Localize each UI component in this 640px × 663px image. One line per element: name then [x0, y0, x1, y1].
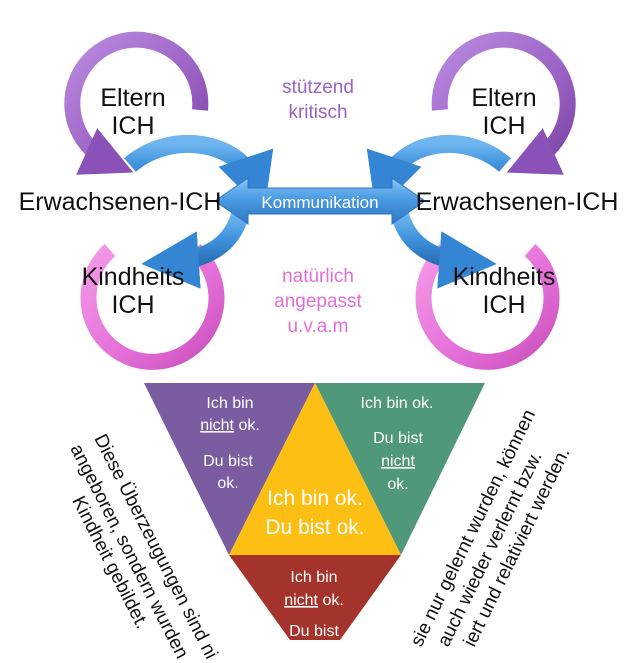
bottom-pos-emph: nicht: [284, 592, 318, 609]
child-trait-1: natürlich: [282, 266, 354, 287]
right-parent-loop: [431, 31, 576, 175]
left-pos-line2: nicht ok.: [200, 417, 260, 434]
bottom-pos-line3: Du bist: [289, 623, 339, 640]
triangle-left-segment: [144, 383, 315, 555]
left-pos-rest: ok.: [234, 417, 260, 434]
child-trait-3: u.v.a.m: [288, 316, 349, 337]
left-ego-states: [64, 31, 274, 370]
bottom-pos-rest: ok.: [318, 592, 344, 609]
left-child-loop: [80, 244, 225, 370]
child-trait-2: angepasst: [274, 291, 362, 312]
right-pos-line2: Du bist: [373, 430, 423, 447]
left-pos-line4: ok.: [217, 475, 238, 492]
bottom-pos-line1: Ich bin: [290, 569, 337, 586]
triangle-center-segment: [229, 383, 401, 555]
communication-arrow: Kommunikation: [214, 177, 426, 225]
left-child-label-1: Kindheits: [82, 263, 185, 291]
left-adult-loop-lower: [141, 212, 249, 289]
left-parent-loop: [64, 31, 209, 175]
right-child-loop: [415, 244, 560, 370]
left-pos-emph: nicht: [200, 417, 234, 434]
triangle-right-segment: [315, 383, 485, 555]
right-adult-label: Erwachsenen-ICH: [416, 188, 619, 216]
center-pos-line1: Ich bin ok.: [267, 487, 363, 510]
right-pos-line4: ok.: [387, 476, 408, 493]
life-position-triangle: [144, 383, 485, 640]
ego-state-diagram: Kommunikation Eltern ICH Erwachsenen-ICH…: [19, 31, 619, 640]
left-pos-line3: Du bist: [203, 453, 253, 470]
triangle-bottom-segment: [229, 555, 401, 640]
left-adult-label: Erwachsenen-ICH: [19, 188, 222, 216]
right-child-label-2: ICH: [482, 291, 525, 319]
right-pos-line3: nicht: [381, 453, 415, 470]
parent-trait-1: stützend: [282, 77, 354, 98]
parent-trait-2: kritisch: [288, 102, 347, 123]
right-adult-loop-upper: [366, 135, 511, 213]
right-pos-line1: Ich bin ok.: [361, 395, 434, 412]
bottom-pos-line2: nicht ok.: [284, 592, 344, 609]
right-adult-loop-lower: [391, 212, 497, 289]
right-ego-states: [366, 31, 576, 370]
right-child-label-1: Kindheits: [453, 263, 556, 291]
left-child-label-2: ICH: [111, 291, 154, 319]
left-parent-label-1: Eltern: [100, 84, 165, 112]
left-adult-loop-upper: [124, 135, 274, 213]
communication-label: Kommunikation: [261, 193, 378, 212]
left-parent-label-2: ICH: [111, 112, 154, 140]
right-parent-label-1: Eltern: [471, 84, 536, 112]
center-pos-line2: Du bist ok.: [265, 516, 364, 539]
right-parent-label-2: ICH: [482, 112, 525, 140]
left-pos-line1: Ich bin: [206, 395, 253, 412]
